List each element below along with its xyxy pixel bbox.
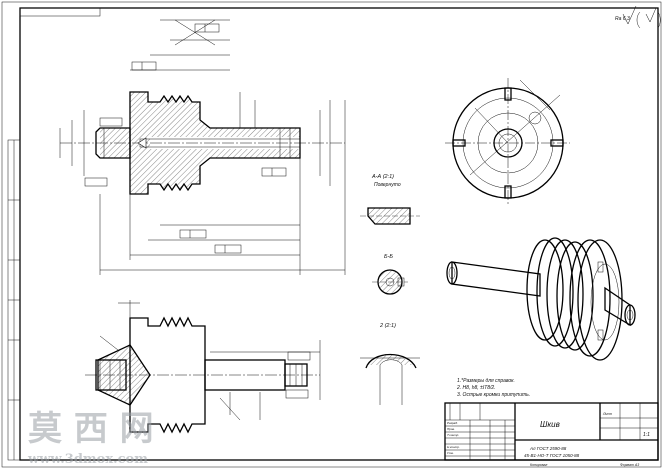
roughness-value: Ra 6,3 <box>615 16 630 22</box>
note-3: 3. Острые кромки притупить. <box>457 392 530 398</box>
section-a-a: А-А (2:1) Повернуто <box>360 174 420 225</box>
exterior-view <box>85 300 321 434</box>
roughness-symbol: Ra 6,3 <box>615 5 661 29</box>
copied-label: Копировал <box>530 463 547 467</box>
material-line-1: Ал ГОСТ 2590-88 <box>529 446 567 451</box>
role-developer: Разраб. <box>447 421 458 425</box>
note-2: 2. Н8, h8, ±IT8/2. <box>456 385 496 391</box>
top-stamp-box <box>19 7 101 17</box>
scale-value: 1:1 <box>643 432 650 438</box>
technical-notes: 1.*Размеры для справок. 2. Н8, h8, ±IT8/… <box>456 378 530 398</box>
title-block: Шкив Ал ГОСТ 2590-88 45-В1-НО-Т ГОСТ 105… <box>444 402 659 467</box>
front-circle-view <box>445 78 570 205</box>
role-approved: Утв. <box>447 451 454 455</box>
role-tech-control: Т.контр. <box>447 433 459 437</box>
role-checker: Пров. <box>447 427 455 431</box>
watermark-url: www.3dmox.com <box>27 452 148 467</box>
part-name: Шкив <box>540 420 560 429</box>
isometric-view <box>446 237 636 361</box>
watermark-chars: 莫 西 网 <box>28 409 154 449</box>
watermark: 莫 西 网 www.3dmox.com <box>27 409 154 467</box>
note-1: 1.*Размеры для справок. <box>457 378 515 384</box>
format-label: Формат А3 <box>620 463 639 467</box>
section-b-b: Б-Б <box>372 254 408 295</box>
detail-view-2: 2 (2:1) <box>360 323 420 405</box>
main-section-view <box>59 19 346 275</box>
section-bb-title: Б-Б <box>384 254 393 260</box>
section-aa-title: А-А (2:1) <box>371 174 394 180</box>
role-norm-control: Н.контр. <box>447 445 460 449</box>
material-line-2: 45-В1-НО-Т ГОСТ 1050-88 <box>524 453 580 458</box>
section-aa-subtitle: Повернуто <box>374 182 401 188</box>
sheet-label: Лист <box>602 412 612 416</box>
detail-scale-label: 2 (2:1) <box>379 323 396 329</box>
left-margin-strips <box>7 139 21 461</box>
